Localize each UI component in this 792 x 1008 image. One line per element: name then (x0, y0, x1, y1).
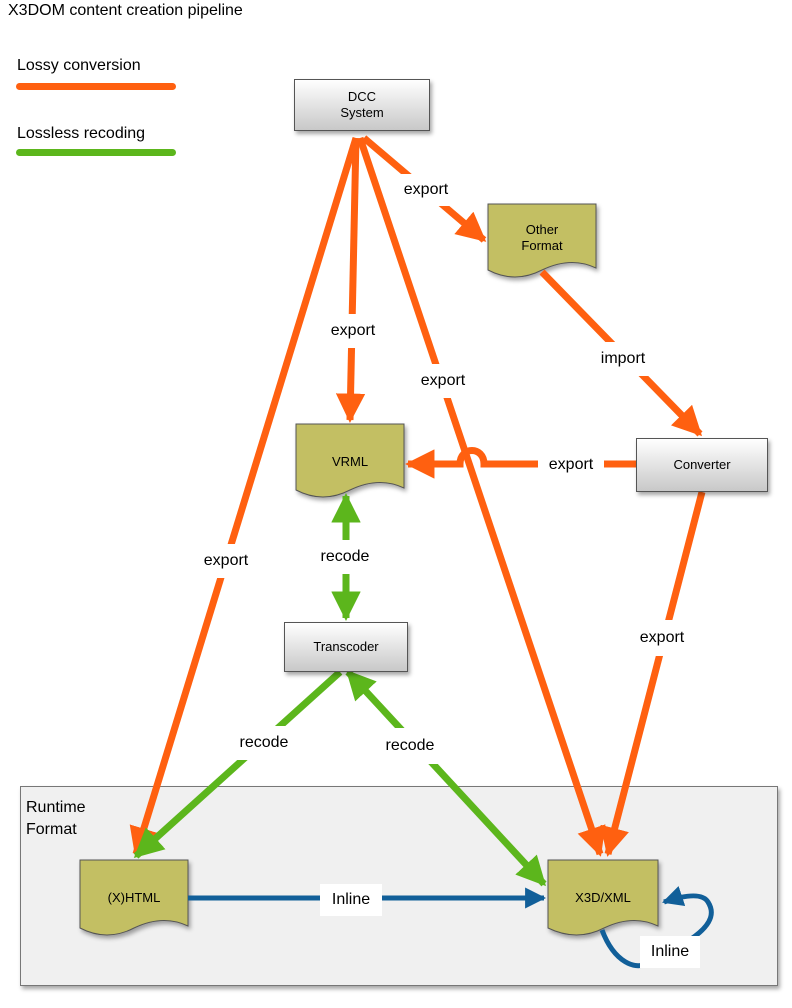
runtime-format-label: Runtime Format (26, 799, 86, 838)
edge-converter-to-x3d-xml (600, 491, 706, 857)
edge-label-transcoder-x3d-xml: recode (374, 728, 446, 764)
edge-label-xhtml-to-x3d-xml: Inline (320, 884, 382, 916)
converter-node: Converter (636, 438, 768, 492)
legend-lossless-label: Lossless recoding (17, 125, 146, 142)
edge-label-x3d-xml-self: Inline (640, 936, 700, 968)
xhtml-document (79, 859, 189, 936)
legend-lossy-line (16, 83, 176, 90)
x3d-xml-label: X3D/XML (575, 890, 631, 905)
edge-transcoder-to-xhtml (133, 669, 343, 859)
edge-label-dcc-to-xhtml: export (192, 544, 260, 578)
other-format-document (487, 203, 597, 278)
edge-dcc-to-xhtml (129, 136, 360, 857)
edge-label-dcc-to-x3d-xml: export (410, 364, 476, 398)
edge-label-vrml-transcoder: recode (308, 540, 382, 574)
page-title: X3DOM content creation pipeline (8, 2, 243, 19)
xhtml-label: (X)HTML (107, 890, 161, 905)
edge-label-transcoder-to-xhtml: recode (228, 726, 300, 760)
edge-label-dcc-to-vrml: export (320, 314, 386, 348)
transcoder-node: Transcoder (284, 622, 408, 672)
edge-label-other-format-to-converter: import (588, 342, 658, 376)
edge-dcc-to-x3d-xml (356, 136, 606, 857)
vrml-label: VRML (331, 454, 369, 469)
edge-label-dcc-to-other-format: export (394, 174, 458, 206)
edge-converter-to-vrml (405, 447, 636, 479)
vrml-document (295, 423, 405, 498)
legend-lossless-line (16, 149, 176, 156)
edge-label-converter-to-x3d-xml: export (628, 620, 696, 656)
x3d-xml-document (547, 859, 659, 936)
edge-dcc-to-vrml (335, 137, 366, 423)
edge-x3d-xml-self-inline (599, 886, 714, 969)
edge-label-converter-to-vrml: export (538, 448, 604, 482)
edge-transcoder-x3d-xml (345, 669, 547, 887)
legend-lossy-label: Lossy conversion (17, 57, 141, 74)
